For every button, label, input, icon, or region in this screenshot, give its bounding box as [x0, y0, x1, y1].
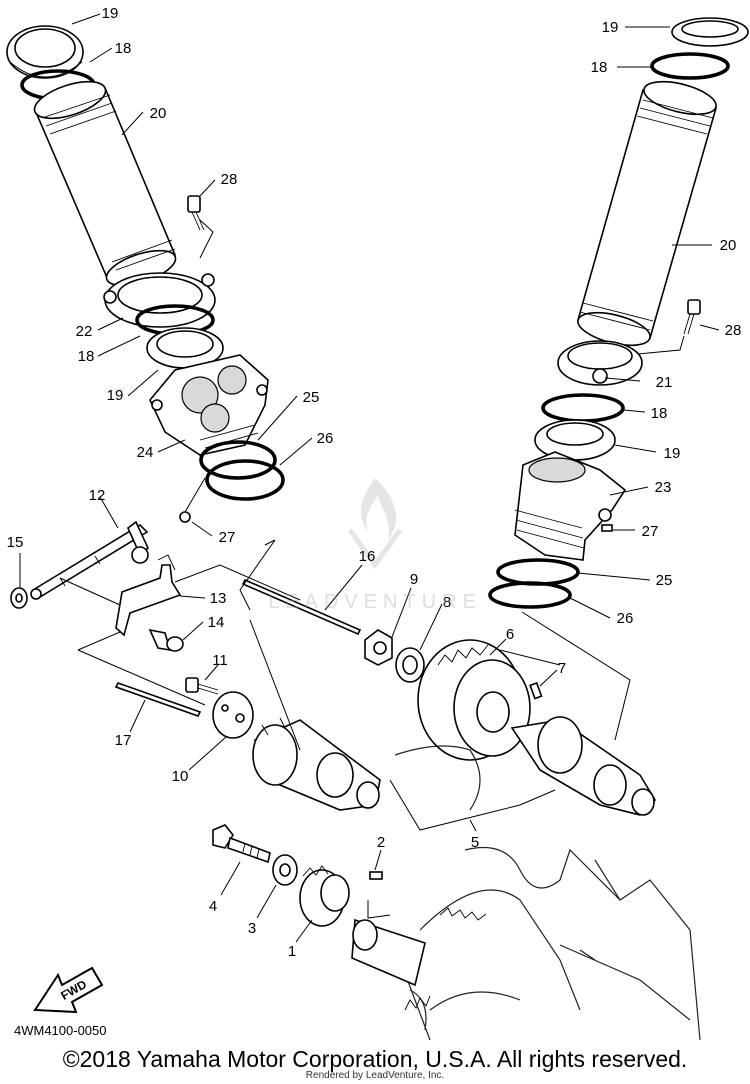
shift-shaft-12 — [30, 520, 149, 600]
right-tube-20 — [577, 80, 717, 347]
right-oring-25 — [496, 558, 580, 586]
callout-right-19-mid[interactable]: 19 — [664, 445, 681, 462]
callout-22[interactable]: 22 — [76, 323, 93, 340]
nut-9 — [364, 629, 393, 666]
left-top-cap-19 — [6, 25, 84, 79]
washer-15 — [10, 587, 28, 609]
callout-left-26[interactable]: 26 — [317, 430, 334, 447]
callout-16[interactable]: 16 — [359, 548, 376, 565]
callout-15[interactable]: 15 — [7, 534, 24, 551]
callout-4[interactable]: 4 — [209, 898, 217, 915]
key-7 — [529, 681, 543, 700]
callout-left-20[interactable]: 20 — [150, 105, 167, 122]
callouts: 19 18 20 28 22 18 19 24 25 26 27 12 15 1… — [7, 5, 742, 960]
callout-12[interactable]: 12 — [89, 487, 106, 504]
callout-left-18-top[interactable]: 18 — [115, 40, 132, 57]
callout-right-25[interactable]: 25 — [656, 572, 673, 589]
callout-5[interactable]: 5 — [471, 834, 479, 851]
diagram-code: 4WM4100-0050 — [14, 1023, 107, 1038]
bolt-4 — [212, 824, 271, 864]
left-housing-24 — [149, 354, 269, 456]
callout-left-27[interactable]: 27 — [219, 529, 236, 546]
screw-11 — [185, 677, 219, 695]
plate-10 — [212, 691, 254, 739]
callout-right-20[interactable]: 20 — [720, 237, 737, 254]
callout-right-18-top[interactable]: 18 — [591, 59, 608, 76]
callout-8[interactable]: 8 — [443, 594, 451, 611]
crankshaft-end — [351, 900, 426, 987]
bracket-13 — [115, 554, 182, 637]
callout-23[interactable]: 23 — [655, 479, 672, 496]
gear-6 — [417, 639, 531, 761]
callout-14[interactable]: 14 — [208, 614, 225, 631]
left-oring-25 — [199, 440, 277, 480]
right-bolt-28 — [683, 299, 701, 335]
left-cap-19-mid — [146, 327, 224, 369]
key-2 — [369, 871, 383, 880]
callout-left-18-mid[interactable]: 18 — [78, 348, 95, 365]
rod-17 — [114, 682, 202, 717]
leader-lines — [19, 13, 720, 943]
assembly-lines — [239, 539, 631, 751]
left-suspension-assembly — [6, 25, 285, 523]
right-cap-19-mid — [534, 419, 616, 461]
right-collar-21 — [557, 340, 643, 386]
callout-11[interactable]: 11 — [212, 652, 228, 669]
rod-16 — [241, 578, 362, 636]
callout-2[interactable]: 2 — [377, 834, 385, 851]
camshaft-5-left — [252, 717, 381, 811]
callout-13[interactable]: 13 — [210, 590, 227, 607]
callout-10[interactable]: 10 — [172, 768, 189, 785]
leadventure-logo — [347, 478, 403, 570]
right-suspension-assembly — [488, 17, 749, 609]
callout-left-25[interactable]: 25 — [303, 389, 320, 406]
callout-left-28[interactable]: 28 — [221, 171, 238, 188]
callout-right-18-mid[interactable]: 18 — [651, 405, 668, 422]
callout-1[interactable]: 1 — [288, 943, 296, 960]
right-oring-26 — [488, 581, 572, 609]
right-top-cap-19 — [671, 17, 749, 47]
callout-24[interactable]: 24 — [137, 444, 154, 461]
callout-17[interactable]: 17 — [115, 732, 132, 749]
right-housing-23 — [514, 451, 627, 561]
crankcase-outline — [399, 846, 701, 1041]
right-clip-27 — [601, 524, 613, 532]
camshaft-5-right — [510, 716, 657, 816]
right-oring-18-mid — [541, 393, 625, 423]
left-oring-26 — [205, 459, 285, 501]
callout-21[interactable]: 21 — [656, 374, 673, 391]
gear-1 — [299, 865, 350, 927]
callout-left-19-top[interactable]: 19 — [102, 5, 119, 22]
washer-3 — [272, 854, 298, 886]
callout-right-28[interactable]: 28 — [725, 322, 742, 339]
callout-right-26[interactable]: 26 — [617, 610, 634, 627]
callout-6[interactable]: 6 — [506, 626, 514, 643]
left-bolt-28 — [187, 195, 205, 231]
left-collar-22 — [103, 272, 216, 328]
callout-left-19-mid[interactable]: 19 — [107, 387, 124, 404]
left-clip-27 — [179, 511, 191, 523]
callout-right-27[interactable]: 27 — [642, 523, 659, 540]
bolt-14 — [148, 628, 184, 652]
watermark-text: LEADVENTURE — [268, 591, 482, 613]
left-tube-20 — [33, 80, 177, 287]
callout-7[interactable]: 7 — [558, 660, 566, 677]
copyright-notice: ©2018 Yamaha Motor Corporation, U.S.A. A… — [62, 1046, 688, 1072]
callout-right-19-top[interactable]: 19 — [602, 19, 619, 36]
shift-mechanism — [10, 520, 362, 717]
callout-9[interactable]: 9 — [410, 571, 418, 588]
fwd-arrow-icon — [33, 966, 104, 1014]
right-oring-18-top — [650, 52, 730, 80]
callout-3[interactable]: 3 — [248, 920, 256, 937]
rendered-by-notice: Rendered by LeadVenture, Inc. — [305, 1070, 445, 1081]
washer-8 — [395, 647, 425, 683]
